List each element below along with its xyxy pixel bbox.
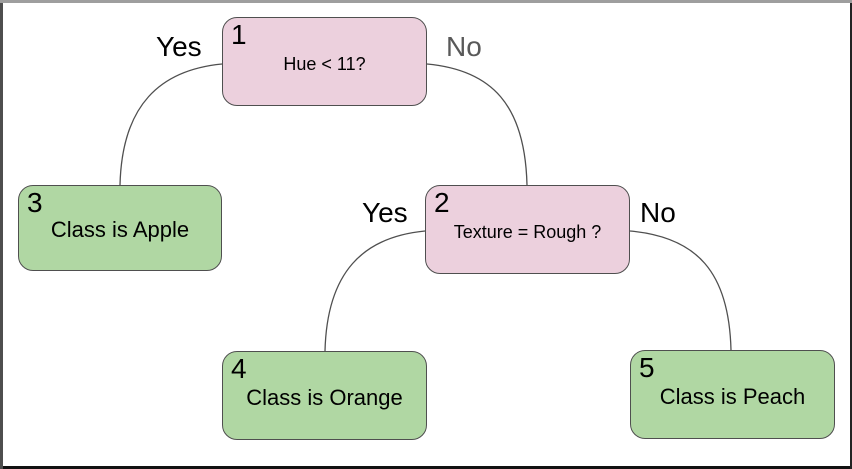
edge-path-2-to-5: [629, 230, 732, 351]
edge-label-no-2: No: [640, 197, 676, 228]
node-number: 2: [434, 187, 450, 218]
leaf-node-4: 4 Class is Orange: [222, 351, 427, 440]
node-number: 5: [639, 352, 655, 383]
edge-path-2-to-4: [324, 230, 426, 352]
node-label: Texture = Rough ?: [453, 222, 602, 242]
decision-node-1: 1 Hue < 11?: [222, 17, 427, 106]
node-number: 4: [231, 353, 247, 384]
node-number: 1: [231, 19, 247, 50]
decision-node-2: 2 Texture = Rough ?: [425, 185, 630, 274]
node-label: Class is Orange: [246, 384, 403, 410]
edge-label-no-1: No: [446, 31, 482, 62]
leaf-node-3: 3 Class is Apple: [18, 185, 222, 271]
node-number: 3: [27, 187, 43, 218]
node-label: Class is Apple: [50, 217, 190, 242]
leaf-node-5: 5 Class is Peach: [630, 350, 835, 439]
edge-label-yes-2: Yes: [362, 197, 408, 228]
node-label: Class is Peach: [659, 383, 806, 409]
node-label: Hue < 11?: [283, 54, 366, 74]
edge-label-yes-1: Yes: [156, 31, 202, 62]
edge-path-1-to-2: [426, 63, 528, 186]
edge-path-1-to-3: [119, 63, 223, 186]
